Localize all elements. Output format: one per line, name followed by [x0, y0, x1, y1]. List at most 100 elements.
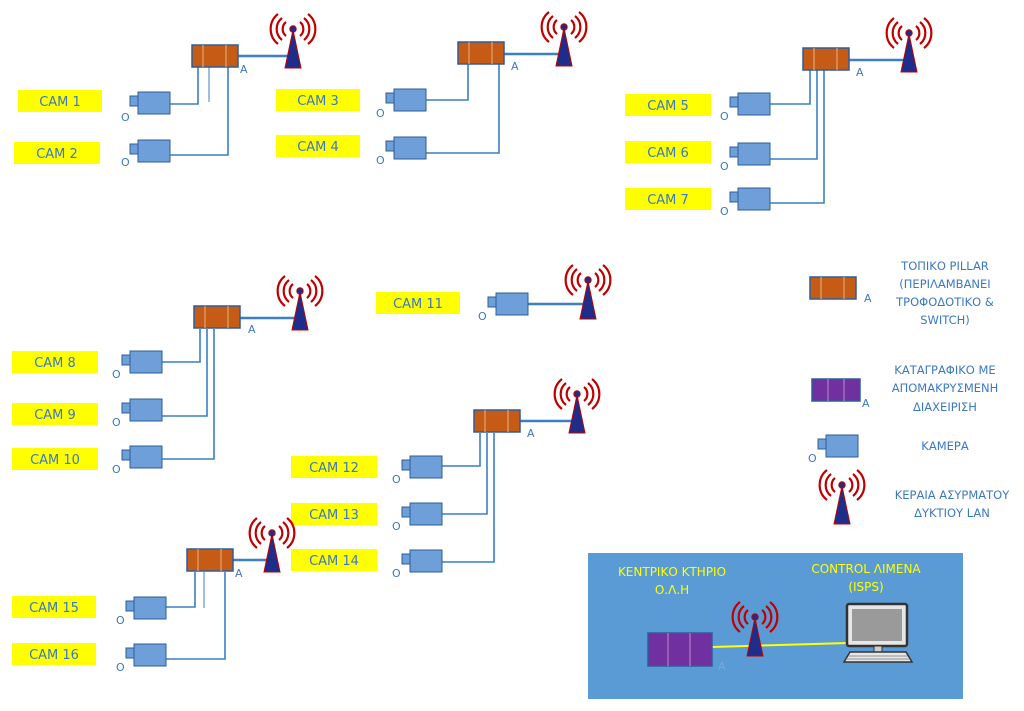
- cam6-label: CAM 6: [647, 146, 689, 161]
- cam13-label: CAM 13: [309, 508, 359, 523]
- antenna-icon: [564, 263, 612, 321]
- link-cam15: [166, 572, 196, 608]
- link-cam7: [770, 70, 825, 204]
- central-building-panel: ΚΕΝΤΡΙΚΟ ΚΤΗΡΙΟ Ο.Λ.Η CONTROL ΛΙΜΕΝΑ (IS…: [588, 553, 963, 699]
- pillar-tag: A: [856, 66, 864, 79]
- camera-icon: [487, 292, 529, 316]
- camera-tag: O: [720, 110, 729, 123]
- link-cam2: [170, 67, 229, 156]
- antenna-icon: [885, 16, 933, 74]
- legend: A ΤΟΠΙΚΟ PILLAR (ΠΕΡΙΛΑΜΒΑΝΕΙ ΤΡΟΦΟΔΟΤΙΚ…: [808, 259, 1010, 526]
- antenna-icon: [818, 468, 866, 526]
- cam7-label: CAM 7: [647, 193, 689, 208]
- cam1-label: CAM 1: [39, 95, 81, 110]
- cam8-label: CAM 8: [34, 356, 76, 371]
- camera-icon: [401, 549, 443, 573]
- camera-icon: [121, 398, 163, 422]
- camera-tag: O: [392, 473, 401, 486]
- control-center-line1: CONTROL ΛΙΜΕΝΑ: [811, 562, 921, 576]
- camera-icon: [125, 596, 167, 620]
- pillar-tag: A: [511, 60, 519, 73]
- camera-icon: [401, 455, 443, 479]
- pillars: A A A A A A: [186, 41, 864, 580]
- camera-tag: O: [121, 156, 130, 169]
- cam16-label: CAM 16: [29, 648, 79, 663]
- pillar-tag: A: [862, 397, 870, 410]
- camera-icon: [817, 434, 859, 458]
- network-links: [162, 52, 906, 660]
- central-building-line2: Ο.Λ.Η: [655, 583, 689, 597]
- pillar-tag: A: [240, 63, 248, 76]
- camera-icon: [729, 92, 771, 116]
- pillar-icon: [809, 276, 857, 300]
- camera-icon: [125, 643, 167, 667]
- link-cam5: [770, 70, 811, 105]
- cam15-label: CAM 15: [29, 601, 79, 616]
- central-wireless-link: [711, 642, 849, 648]
- camera-tag: O: [112, 463, 121, 476]
- camera-tag: O: [392, 520, 401, 533]
- link-cam12: [442, 433, 481, 467]
- cam2-label: CAM 2: [36, 147, 78, 162]
- cam5-label: CAM 5: [647, 99, 689, 114]
- cam12-label: CAM 12: [309, 461, 359, 476]
- camera-icon: [401, 502, 443, 526]
- camera-tag: O: [720, 160, 729, 173]
- link-cam14: [442, 433, 495, 563]
- legend-pillar-line4: SWITCH): [920, 313, 970, 327]
- legend-pillar-line2: (ΠΕΡΙΛΑΜΒΑΝΕΙ: [899, 277, 990, 291]
- camera-tag: O: [478, 310, 487, 323]
- link-cam1: [170, 67, 199, 105]
- link-cam4: [426, 64, 500, 154]
- recorder-icon: [647, 632, 713, 667]
- cam11-label: CAM 11: [393, 297, 443, 312]
- camera-icon: [729, 142, 771, 166]
- camera-tag: O: [116, 661, 125, 674]
- legend-camera-line1: ΚΑΜΕΡΑ: [921, 439, 969, 453]
- recorder-icon: [811, 378, 861, 402]
- cam14-label: CAM 14: [309, 554, 359, 569]
- camera-tag: O: [392, 567, 401, 580]
- central-building-line1: ΚΕΝΤΡΙΚΟ ΚΤΗΡΙΟ: [618, 565, 726, 579]
- cam3-label: CAM 3: [297, 94, 339, 109]
- link-cam16: [166, 572, 226, 660]
- cam9-label: CAM 9: [34, 408, 76, 423]
- camera-icon: [129, 91, 171, 115]
- camera-tag: O: [376, 154, 385, 167]
- pillar-icon: [802, 47, 850, 71]
- pillar-icon: [473, 409, 521, 433]
- link-cam8: [162, 329, 201, 363]
- camera-tag: O: [112, 416, 121, 429]
- cam4-label: CAM 4: [297, 140, 339, 155]
- antenna-icon: [276, 274, 324, 332]
- pillar-tag: A: [718, 660, 726, 673]
- cam10-label: CAM 10: [30, 453, 80, 468]
- link-cam3: [426, 64, 469, 101]
- pillar-tag: A: [235, 567, 243, 580]
- camera-labels: CAM 1 CAM 2 CAM 3 CAM 4 CAM 5 CAM 6 CAM …: [12, 89, 711, 665]
- camera-icon: [729, 187, 771, 211]
- camera-tags: O O O O O O O O O O O O O O O O: [112, 107, 729, 674]
- legend-pillar-line3: ΤΡΟΦΟΔΟΤΙΚΟ &: [895, 295, 994, 309]
- computer-icon: [842, 602, 914, 663]
- legend-recorder-line3: ΔΙΑΧΕΙΡΙΣΗ: [913, 400, 977, 414]
- legend-antenna-line2: ΔΥΚΤΙΟΥ LAN: [914, 506, 990, 520]
- antenna-icon: [553, 377, 601, 435]
- pillar-icon: [191, 44, 239, 68]
- camera-tag: O: [376, 107, 385, 120]
- camera-icon: [385, 136, 427, 160]
- pillar-icon: [186, 548, 234, 572]
- camera-tag: O: [112, 368, 121, 381]
- legend-pillar-line1: ΤΟΠΙΚΟ PILLAR: [900, 259, 989, 273]
- link-cam13: [442, 433, 488, 515]
- control-center-line2: (ISPS): [848, 580, 883, 594]
- link-cam10: [162, 329, 215, 460]
- camera-tag: O: [121, 111, 130, 124]
- pillar-icon: [193, 305, 241, 329]
- camera-icon: [385, 88, 427, 112]
- pillar-tag: A: [864, 292, 872, 305]
- camera-icon: [121, 445, 163, 469]
- link-cam6: [770, 70, 818, 160]
- legend-recorder-line1: ΚΑΤΑΓΡΑΦΙΚΟ ΜΕ: [894, 363, 995, 377]
